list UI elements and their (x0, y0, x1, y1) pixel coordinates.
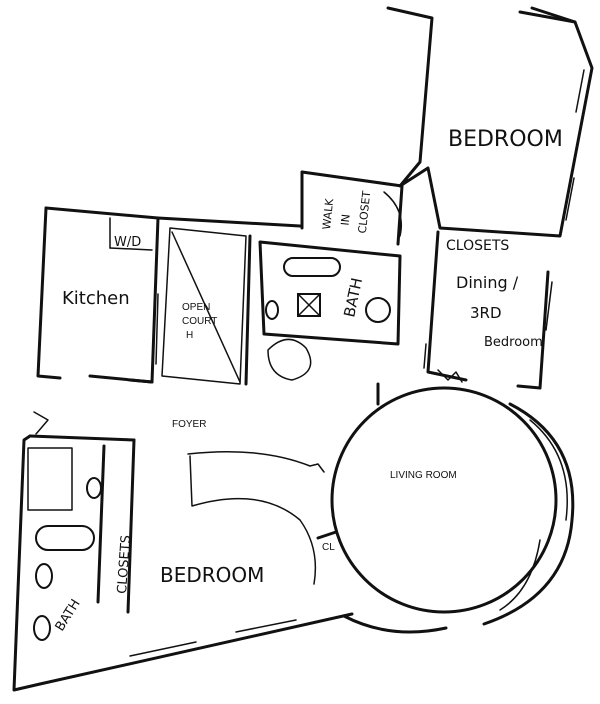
svg-text:Bedroom: Bedroom (484, 335, 543, 350)
toilet-icon (86, 477, 102, 499)
top-bedroom-walls (386, 6, 594, 238)
foyer-walls (28, 411, 325, 585)
wd-label: W/D (114, 235, 141, 250)
bedroom-bottom-label: BEDROOM (160, 563, 264, 587)
svg-text:Dining /: Dining / (456, 273, 519, 292)
sink-icon (365, 297, 391, 323)
svg-text:IN: IN (339, 213, 353, 226)
svg-text:3RD: 3RD (470, 304, 502, 322)
bedroom-top-label: BEDROOM (448, 127, 563, 152)
walk-in-closet-label: WALK IN CLOSET (320, 190, 373, 234)
toilet-icon (265, 300, 279, 320)
dining-walls (423, 230, 553, 390)
bathtub-icon (35, 525, 95, 551)
middle-bath-walls (258, 240, 402, 381)
walk-in-closet-walls (300, 170, 404, 246)
open-court-label: OPEN COURT H (182, 302, 217, 341)
living-room-label: LIVING ROOM (390, 470, 457, 481)
kitchen-walls (36, 206, 160, 384)
svg-text:H: H (186, 330, 193, 341)
sink-icon (35, 563, 53, 589)
closets-top-label: CLOSETS (446, 238, 509, 254)
dining-label: Dining / 3RD Bedroom (456, 273, 543, 350)
svg-text:CLOSET: CLOSET (356, 190, 373, 234)
kitchen-label: Kitchen (62, 288, 130, 309)
bottom-bedroom-walls (12, 434, 354, 692)
living-room-walls (330, 382, 575, 634)
svg-text:COURT: COURT (182, 316, 217, 327)
bath-middle-label: BATH (340, 276, 366, 319)
open-court-walls (156, 216, 302, 386)
bathtub-icon (283, 257, 341, 277)
bath-bottom-label: BATH (53, 597, 84, 634)
svg-text:OPEN: OPEN (182, 302, 210, 313)
svg-text:WALK: WALK (320, 197, 336, 230)
closets-bottom-label: CLOSETS (115, 535, 134, 595)
sink-icon (33, 615, 51, 641)
foyer-label: FOYER (172, 419, 206, 430)
cl-label: CL (322, 542, 335, 553)
